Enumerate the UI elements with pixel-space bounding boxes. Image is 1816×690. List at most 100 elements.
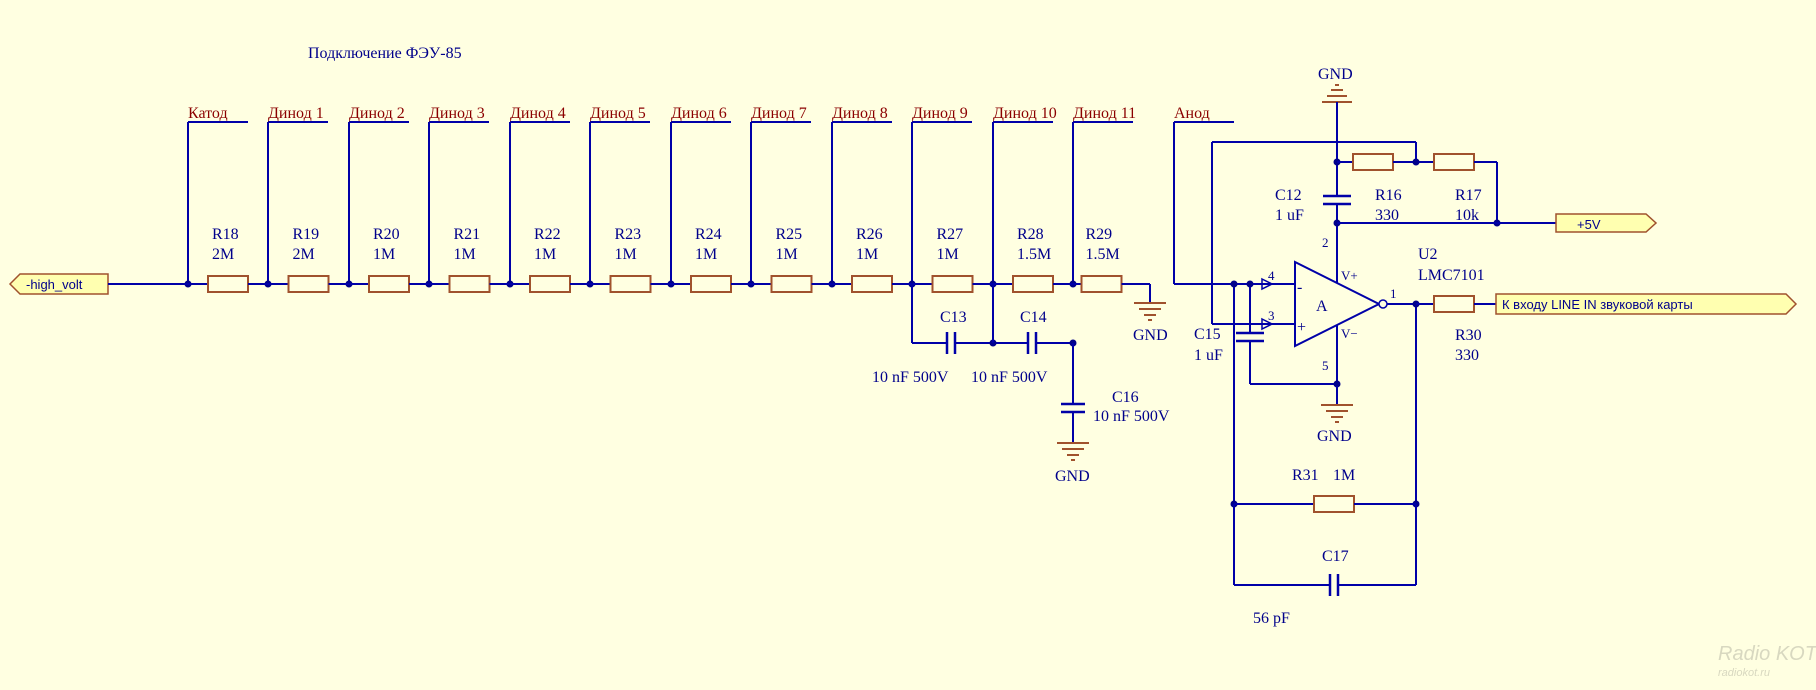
- opamp-pin-3: 3: [1268, 308, 1275, 323]
- line-in-port[interactable]: К входу LINE IN звуковой карты: [1495, 293, 1798, 315]
- opamp-vplus: V+: [1341, 268, 1358, 283]
- net-label: Динод 9: [912, 105, 968, 122]
- resistor-ref: R22: [534, 226, 561, 243]
- resistor-r23: [609, 275, 652, 293]
- opamp-pin-5: 5: [1322, 358, 1329, 373]
- resistor-ref: R20: [373, 226, 400, 243]
- gnd-symbol-opamp: [1321, 404, 1353, 423]
- resistor-r24: [690, 275, 732, 293]
- resistor-value: 1.5M: [1017, 246, 1051, 263]
- capacitor-c14: [1026, 332, 1038, 354]
- net-label: Динод 6: [671, 105, 727, 122]
- c17-ref: C17: [1322, 548, 1349, 565]
- resistor-ref: R26: [856, 226, 883, 243]
- c13-ref: C13: [940, 309, 967, 326]
- high-volt-port-label: -high_volt: [26, 277, 83, 292]
- capacitor-c17: [1328, 574, 1340, 596]
- opamp-minus: -: [1297, 279, 1302, 296]
- c14-value: 10 nF 500V: [971, 369, 1048, 386]
- c12-value: 1 uF: [1275, 207, 1304, 224]
- c16-value: 10 nF 500V: [1093, 408, 1170, 425]
- resistor-ref: R18: [212, 226, 239, 243]
- resistor-r21: [448, 275, 491, 293]
- resistor-value: 1.5M: [1086, 246, 1120, 263]
- capacitor-c15: [1236, 331, 1264, 343]
- resistor-ref: R23: [615, 226, 642, 243]
- c15-value: 1 uF: [1194, 347, 1223, 364]
- net-label: Динод 2: [349, 105, 405, 122]
- opamp-plus: +: [1297, 319, 1306, 336]
- resistor-value: 1M: [373, 246, 395, 263]
- schematic-title: Подключение ФЭУ-85: [308, 45, 462, 62]
- net-label: Динод 8: [832, 105, 888, 122]
- resistor-ref: R25: [776, 226, 803, 243]
- resistor-r26: [851, 275, 893, 293]
- resistor-r19: [287, 275, 330, 293]
- capacitor-c12: [1323, 194, 1351, 206]
- plus5v-port[interactable]: +5V: [1555, 213, 1658, 233]
- net-label: Динод 11: [1073, 105, 1136, 122]
- resistor-value: 2M: [293, 246, 315, 263]
- resistor-r27: [931, 275, 974, 293]
- net-label: Динод 4: [510, 105, 566, 122]
- c15-ref: C15: [1194, 326, 1221, 343]
- watermark-url: radiokot.ru: [1718, 667, 1770, 679]
- net-label: Динод 10: [993, 105, 1057, 122]
- gnd-symbol-c16: [1057, 442, 1089, 461]
- gnd-symbol-r29: [1134, 302, 1166, 321]
- c13-value: 10 nF 500V: [872, 369, 949, 386]
- r17-value: 10k: [1455, 207, 1479, 224]
- gnd-label-opamp: GND: [1317, 428, 1352, 445]
- opamp-part: LMC7101: [1418, 267, 1485, 284]
- c16-ref: C16: [1112, 389, 1139, 406]
- capacitor-c13: [945, 332, 957, 354]
- resistor-ref: R29: [1086, 226, 1113, 243]
- gnd-label-top: GND: [1318, 66, 1353, 83]
- resistor-ref: R24: [695, 226, 722, 243]
- resistor-r28: [1012, 275, 1054, 293]
- r16-ref: R16: [1375, 187, 1402, 204]
- net-label: Динод 5: [590, 105, 646, 122]
- resistor-ref: R19: [293, 226, 320, 243]
- gnd-label-c16: GND: [1055, 468, 1090, 485]
- resistor-r31: [1313, 495, 1355, 513]
- c17-value: 56 pF: [1253, 610, 1290, 627]
- opamp-ref: U2: [1418, 246, 1438, 263]
- resistor-value: 1M: [856, 246, 878, 263]
- resistor-ref: R28: [1017, 226, 1044, 243]
- r31-ref: R31: [1292, 467, 1319, 484]
- resistor-value: 1M: [937, 246, 959, 263]
- plus5v-port-label: +5V: [1577, 217, 1601, 232]
- c12-ref: C12: [1275, 187, 1302, 204]
- resistor-r20: [368, 275, 410, 293]
- r17-ref: R17: [1455, 187, 1482, 204]
- opamp-unit: A: [1316, 298, 1328, 315]
- resistor-value: 1M: [615, 246, 637, 263]
- resistor-ref: R21: [454, 226, 481, 243]
- opamp-u2: [1212, 228, 1416, 386]
- net-label: Динод 3: [429, 105, 485, 122]
- resistor-value: 1M: [776, 246, 798, 263]
- resistor-r30: [1433, 295, 1475, 313]
- resistor-r18: [207, 275, 249, 293]
- resistor-ref: R27: [937, 226, 964, 243]
- opamp-vminus: V−: [1341, 326, 1358, 341]
- resistor-r17: [1433, 153, 1475, 171]
- resistor-value: 1M: [534, 246, 556, 263]
- net-label: Динод 7: [751, 105, 807, 122]
- net-label: Катод: [188, 105, 228, 122]
- resistor-value: 1M: [454, 246, 476, 263]
- gnd-symbol-top: [1322, 84, 1352, 103]
- opamp-pin-2: 2: [1322, 235, 1329, 250]
- resistor-value: 1M: [695, 246, 717, 263]
- resistor-r16: [1352, 153, 1394, 171]
- resistor-r22: [529, 275, 571, 293]
- resistor-value: 2M: [212, 246, 234, 263]
- c14-ref: C14: [1020, 309, 1047, 326]
- net-label: Анод: [1174, 105, 1210, 122]
- resistor-r25: [770, 275, 813, 293]
- capacitor-c16: [1061, 402, 1085, 414]
- high-volt-port[interactable]: -high_volt: [8, 273, 109, 295]
